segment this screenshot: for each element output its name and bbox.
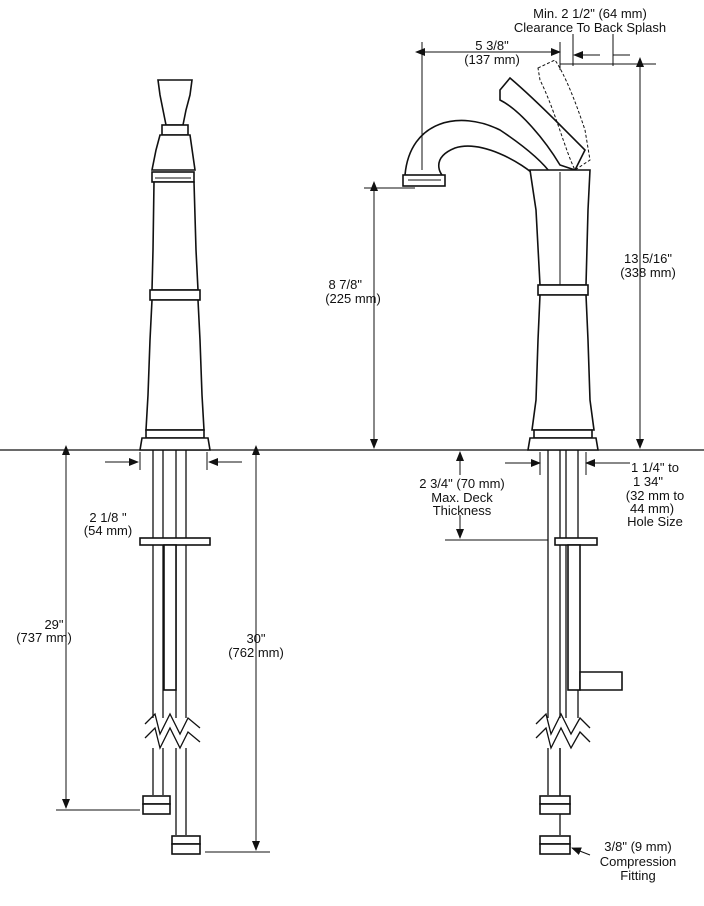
supply-30-line1: 30" — [246, 631, 265, 646]
deck-thickness-line2: Max. Deck — [431, 490, 493, 505]
compression-line3: Fitting — [620, 868, 655, 883]
spout-height-line2: (225 mm) — [325, 291, 381, 306]
overall-height-line2: (338 mm) — [620, 265, 676, 280]
clearance-line2: Clearance To Back Splash — [514, 20, 666, 35]
spout-reach-line1: 5 3/8" — [475, 38, 509, 53]
spout-height-line1: 8 7/8" — [328, 277, 362, 292]
faucet-side-view — [139, 79, 211, 855]
spout-reach-line2: (137 mm) — [464, 52, 520, 67]
hole-size-line1: 1 1/4" to — [631, 460, 679, 475]
supply-29-line1: 29" — [44, 617, 63, 632]
shank-diameter-line1: 2 1/8 " — [89, 510, 127, 525]
hole-size-line3: (32 mm to — [626, 488, 685, 503]
hole-size-line4: 44 mm) — [630, 501, 674, 516]
supply-29-line2: (737 mm) — [16, 630, 72, 645]
hole-size-line5: Hole Size — [627, 514, 683, 529]
faucet-front-view — [402, 59, 623, 855]
clearance-line1: Min. 2 1/2" (64 mm) — [533, 6, 647, 21]
deck-thickness-line1: 2 3/4" (70 mm) — [419, 476, 505, 491]
overall-height-line1: 13 5/16" — [624, 251, 672, 266]
deck-thickness-line3: Thickness — [433, 503, 492, 518]
supply-30-line2: (762 mm) — [228, 645, 284, 660]
compression-line2: Compression — [600, 854, 677, 869]
hole-size-line2: 1 34" — [633, 474, 663, 489]
shank-diameter-line2: (54 mm) — [84, 523, 132, 538]
compression-line1: 3/8" (9 mm) — [604, 839, 671, 854]
